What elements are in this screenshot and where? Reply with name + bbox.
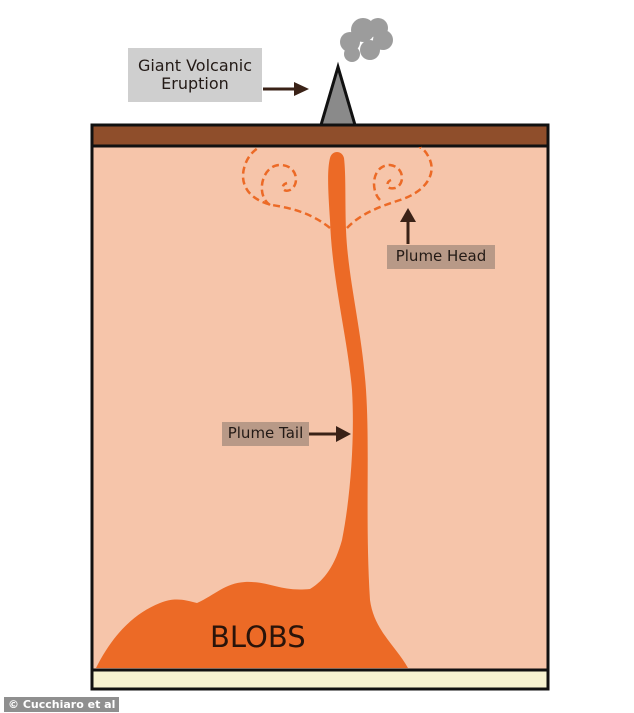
blobs-label: BLOBS [210,620,306,654]
plume-tail-label: Plume Tail [222,422,309,446]
eruption-label: Giant Volcanic Eruption [128,48,262,102]
plume-head-label: Plume Head [387,245,495,269]
plume-head-arrow-icon [400,208,416,244]
core-boundary-layer [90,668,550,691]
eruption-arrow-icon [263,82,309,96]
plume-tail-arrow-icon [309,426,351,442]
image-credit: © Cucchiaro et al [4,697,120,712]
volcano-icon [318,61,358,127]
crust-layer [90,123,550,148]
plume-head-swirl [241,145,433,229]
smoke-cloud-icon [340,18,393,62]
